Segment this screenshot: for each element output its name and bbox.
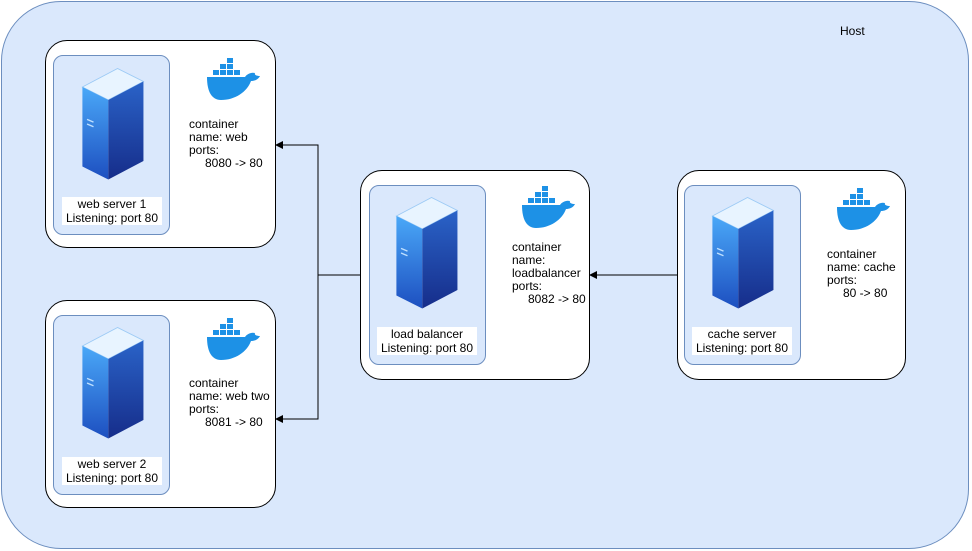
- server-name: web server 1: [77, 197, 147, 211]
- server-label-web1: web server 1 Listening: port 80: [62, 197, 162, 225]
- connector-lb-to-web1: [275, 141, 360, 276]
- server-listening: Listening: port 80: [380, 341, 474, 355]
- server-name: load balancer: [390, 327, 464, 341]
- info-name-value: loadbalancer: [512, 266, 581, 280]
- docker-whale-icon: [205, 318, 261, 362]
- info-ports: 8080 -> 80: [205, 156, 263, 170]
- info-ports: 8081 -> 80: [205, 415, 263, 429]
- server-name: cache server: [707, 327, 777, 341]
- info-ports: 8082 -> 80: [528, 292, 586, 306]
- info-name: name:: [512, 253, 546, 267]
- container-info-cache: container name: cache ports: 80 -> 80: [827, 248, 896, 300]
- docker-whale-icon: [520, 186, 576, 230]
- server-label-lb: load balancer Listening: port 80: [377, 327, 477, 355]
- info-ports: 80 -> 80: [843, 286, 888, 300]
- container-info-lb: container name: loadbalancer ports: 8082…: [512, 241, 586, 306]
- info-ports-label: ports:: [189, 402, 220, 416]
- info-ports-label: ports:: [189, 143, 220, 157]
- info-ports-label: ports:: [512, 279, 543, 293]
- server-listening: Listening: port 80: [695, 341, 789, 355]
- server-icon: [75, 63, 149, 185]
- host-label: Host: [840, 24, 865, 38]
- server-listening: Listening: port 80: [65, 211, 159, 225]
- info-title: container: [189, 376, 239, 390]
- server-icon: [389, 192, 463, 314]
- server-label-web2: web server 2 Listening: port 80: [62, 457, 162, 485]
- server-name: web server 2: [77, 457, 147, 471]
- info-title: container: [827, 247, 877, 261]
- info-name: name: web two: [189, 389, 270, 403]
- server-label-cache: cache server Listening: port 80: [692, 327, 792, 355]
- server-listening: Listening: port 80: [65, 471, 159, 485]
- server-icon: [75, 322, 149, 444]
- server-icon: [705, 192, 779, 314]
- info-title: container: [189, 117, 239, 131]
- info-name: name: cache: [827, 260, 896, 274]
- docker-whale-icon: [205, 58, 261, 102]
- docker-whale-icon: [835, 188, 891, 232]
- info-ports-label: ports:: [827, 273, 858, 287]
- connector-lb-to-web2: [275, 274, 360, 423]
- container-info-web1: container name: web ports: 8080 -> 80: [189, 118, 263, 170]
- info-title: container: [512, 240, 562, 254]
- info-name: name: web: [189, 130, 248, 144]
- container-info-web2: container name: web two ports: 8081 -> 8…: [189, 377, 270, 429]
